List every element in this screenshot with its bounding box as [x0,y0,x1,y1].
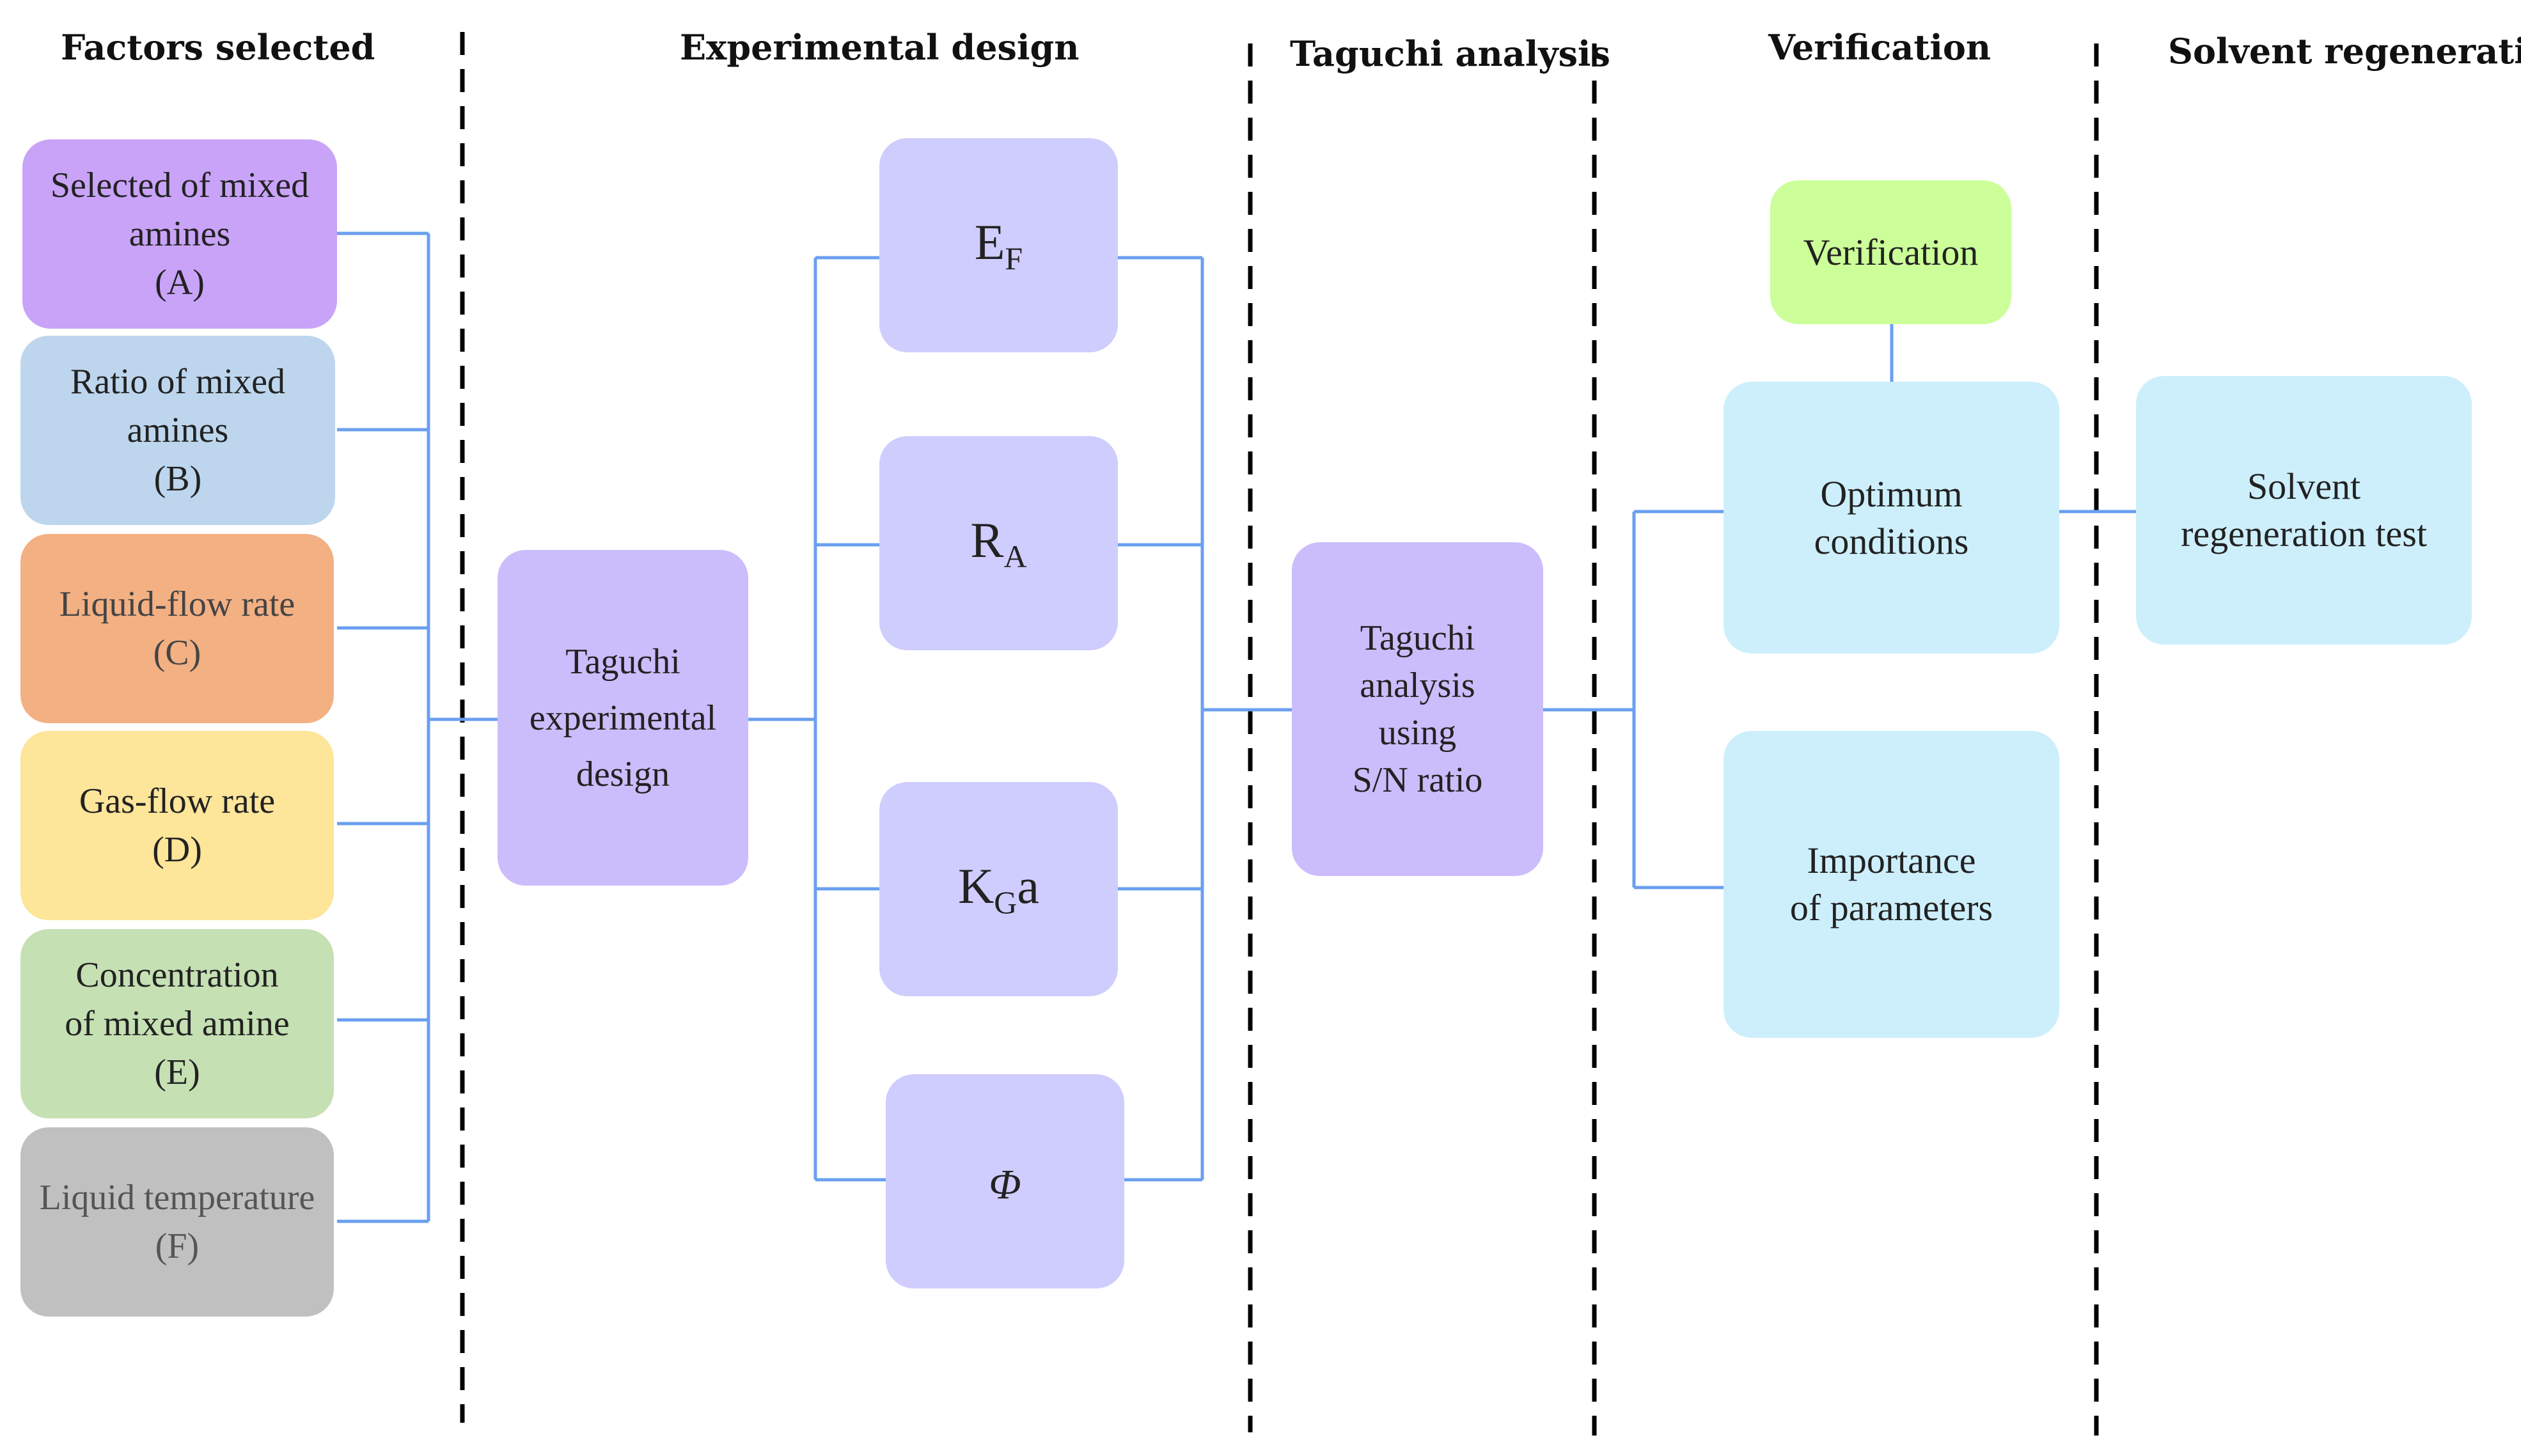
response-label-ra: RA [970,512,1027,574]
taguchi-analysis-box: Taguchi analysis using S/N ratio [1292,542,1543,876]
solvent-regeneration-box: Solvent regeneration test [2136,376,2472,645]
factor-label-e: Concentration of mixed amine (E) [65,955,290,1092]
factor-label-d: Gas-flow rate (D) [79,781,276,870]
factor-box-c: Liquid-flow rate (C) [20,534,334,723]
response-box-ra: RA [879,436,1118,650]
taguchi-design-label: Taguchi experimental design [529,641,717,794]
importance-of-parameters-box: Importance of parameters [1724,731,2059,1038]
factor-box-b: Ratio of mixed amines (B) [20,336,335,525]
factor-label-f: Liquid temperature (F) [39,1178,315,1266]
verification-box: Verification [1770,180,2011,324]
factor-box-f: Liquid temperature (F) [20,1127,334,1317]
factor-label-c: Liquid-flow rate (C) [59,584,295,673]
header-verification: Verification [1768,27,1991,68]
connector-lines [337,231,2136,1223]
solvent-regeneration-label: Solvent regeneration test [2181,466,2427,554]
factor-box-a: Selected of mixed amines (A) [22,139,337,329]
optimum-conditions-box: Optimum conditions [1724,382,2059,654]
taguchi-design-box: Taguchi experimental design [498,550,748,886]
factor-box-e: Concentration of mixed amine (E) [20,929,334,1118]
section-dividers [460,32,2099,1436]
verification-label: Verification [1803,231,1979,273]
response-label-phi: Φ [989,1161,1021,1208]
factor-label-b: Ratio of mixed amines (B) [70,362,285,499]
response-box-kga: KGa [879,782,1118,996]
response-box-phi: Φ [886,1074,1124,1288]
header-experimental-design: Experimental design [680,27,1080,68]
factor-label-a: Selected of mixed amines (A) [50,166,310,302]
header-factors-selected: Factors selected [61,27,375,68]
header-solvent-regeneration: Solvent regeneration [2168,31,2521,72]
taguchi-analysis-label: Taguchi analysis using S/N ratio [1352,618,1483,800]
response-label-ef: EF [974,214,1023,276]
optimum-conditions-label: Optimum conditions [1814,473,1969,562]
importance-of-parameters-label: Importance of parameters [1789,840,1993,928]
header-taguchi-analysis: Taguchi analysis [1290,33,1610,74]
response-label-kga: KGa [957,858,1040,920]
response-box-ef: EF [879,138,1118,352]
factor-box-d: Gas-flow rate (D) [20,731,334,920]
